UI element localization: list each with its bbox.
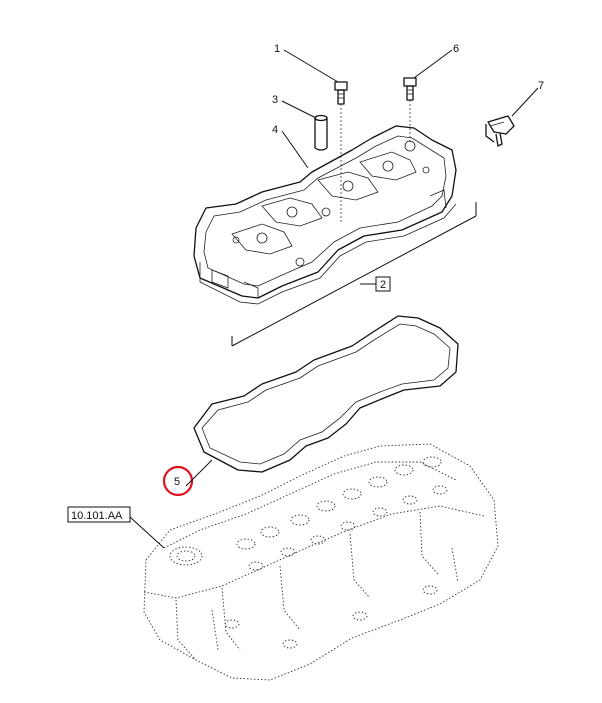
callout-2[interactable]: 2	[360, 276, 391, 292]
reference-box[interactable]: 10.101.AA	[67, 506, 165, 549]
callout-6[interactable]: 6	[413, 43, 459, 79]
callout-3[interactable]: 3	[272, 94, 317, 119]
callout-2-label: 2	[380, 279, 386, 291]
highlight-circle	[162, 465, 194, 497]
pin-part-3	[314, 114, 328, 151]
reference-box-label: 10.101.AA	[71, 510, 123, 522]
callout-4[interactable]: 4	[272, 124, 309, 169]
callout-7-label: 7	[538, 80, 544, 92]
callout-1-label: 1	[274, 43, 280, 55]
bolt-part-6	[403, 77, 417, 142]
cylinder-head-reference	[143, 443, 499, 681]
valve-cover-assembly	[193, 125, 457, 305]
callout-1[interactable]: 1	[274, 43, 339, 83]
callout-5-label: 5	[174, 476, 180, 488]
callout-3-label: 3	[272, 94, 278, 106]
callout-6-label: 6	[453, 43, 459, 55]
assembly-bracket	[231, 202, 477, 347]
bolt-part-1	[334, 81, 348, 222]
callout-5[interactable]: 5	[162, 459, 213, 497]
clip-part-7	[485, 115, 515, 147]
gasket-part-5	[193, 315, 459, 473]
callout-4-label: 4	[272, 124, 278, 136]
callout-7[interactable]: 7	[511, 80, 544, 117]
